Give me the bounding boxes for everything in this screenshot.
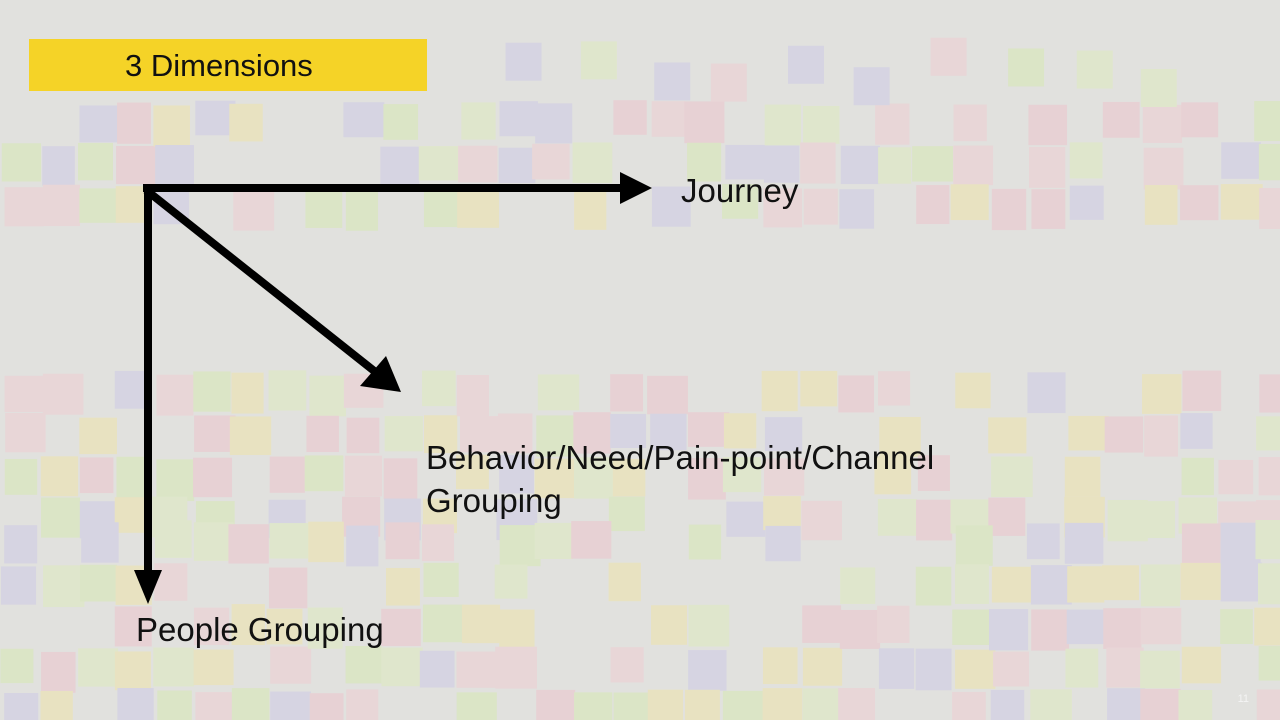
people-arrow-head <box>134 570 162 604</box>
behavior-arrow-shaft <box>143 186 381 378</box>
slide-title: 3 Dimensions <box>125 48 313 83</box>
behavior-label-line2: Grouping <box>426 482 562 519</box>
people-grouping-label: People Grouping <box>136 611 384 648</box>
page-number: 11 <box>1237 693 1249 705</box>
behavior-label-line1: Behavior/Need/Pain-point/Channel <box>426 439 935 476</box>
title-banner: 3 Dimensions <box>29 39 427 91</box>
journey-label: Journey <box>681 172 799 209</box>
behavior-grouping-label: Behavior/Need/Pain-point/Channel Groupin… <box>426 436 934 522</box>
behavior-arrow-head <box>360 356 401 392</box>
journey-arrow-head <box>620 172 652 204</box>
